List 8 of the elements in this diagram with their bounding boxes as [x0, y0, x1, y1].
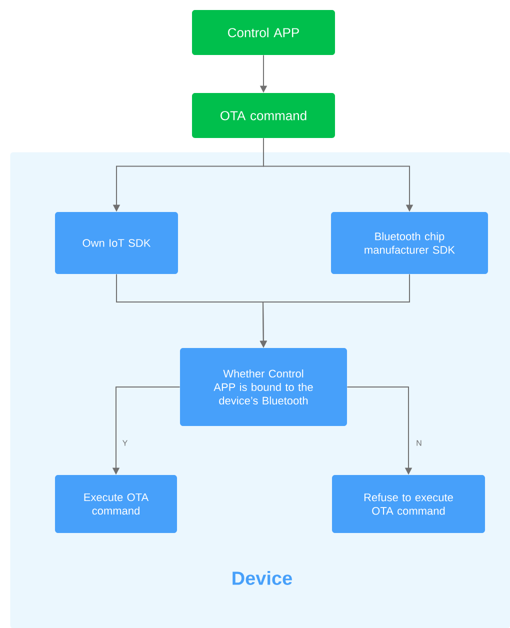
decision-box: Whether Control APP is bound to the device’s Bluetooth [180, 348, 347, 426]
edge-label: N [415, 439, 423, 447]
process-box: Bluetooth chip manufacturer SDK [331, 212, 488, 274]
result-box: Execute OTA command [55, 475, 177, 533]
process-box: Control APP [192, 10, 335, 55]
process-box: OTA command [192, 93, 335, 138]
result-box: Refuse to execute OTA command [332, 475, 485, 533]
process-box: Own IoT SDK [55, 212, 178, 274]
